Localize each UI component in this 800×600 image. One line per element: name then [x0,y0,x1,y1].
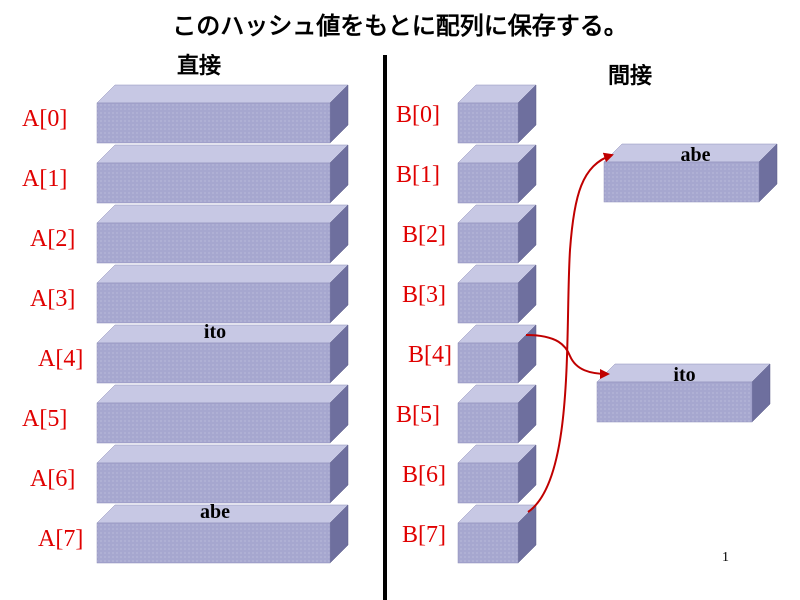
direct-slot-1 [96,144,349,204]
indirect-slot-5 [457,384,537,444]
indirect-slot-3 [457,264,537,324]
target-value-ito: ito [673,364,696,386]
indirect-slot-2 [457,204,537,264]
direct-index-label-0: A[0] [22,106,68,132]
indirect-index-label-3: B[3] [402,282,446,308]
direct-slot-6 [96,444,349,504]
direct-index-label-2: A[2] [30,226,76,252]
indirect-slot-1 [457,144,537,204]
target-box-ito [596,363,771,423]
direct-value-4: ito [203,321,227,343]
direct-section-title: 直接 [177,54,222,79]
slide-title: このハッシュ値をもとに配列に保存する。 [172,12,628,40]
direct-slot-5 [96,384,349,444]
indirect-index-label-2: B[2] [402,222,446,248]
indirect-index-label-1: B[1] [396,162,440,188]
direct-index-label-7: A[7] [38,526,84,552]
arrow-b7-to-abe [527,152,614,513]
target-box-abe [603,143,778,203]
direct-index-label-6: A[6] [30,466,76,492]
page-number: 1 [722,550,729,565]
direct-slot-7 [96,504,349,564]
indirect-slot-6 [457,444,537,504]
direct-index-label-5: A[5] [22,406,68,432]
indirect-index-label-5: B[5] [396,402,440,428]
direct-slot-4 [96,324,349,384]
direct-index-label-1: A[1] [22,166,68,192]
direct-index-label-4: A[4] [38,346,84,372]
indirect-index-label-4: B[4] [408,342,452,368]
indirect-index-label-6: B[6] [402,462,446,488]
indirect-slot-4 [457,324,537,384]
direct-slot-3 [96,264,349,324]
indirect-slot-0 [457,84,537,144]
indirect-index-label-0: B[0] [396,102,440,128]
target-value-abe: abe [680,144,711,166]
arrow-b4-to-ito [525,334,610,379]
indirect-section-title: 間接 [608,64,653,89]
direct-value-7: abe [200,501,230,523]
direct-slot-0 [96,84,349,144]
direct-slot-2 [96,204,349,264]
direct-index-label-3: A[3] [30,286,76,312]
indirect-index-label-7: B[7] [402,522,446,548]
indirect-slot-7 [457,504,537,564]
